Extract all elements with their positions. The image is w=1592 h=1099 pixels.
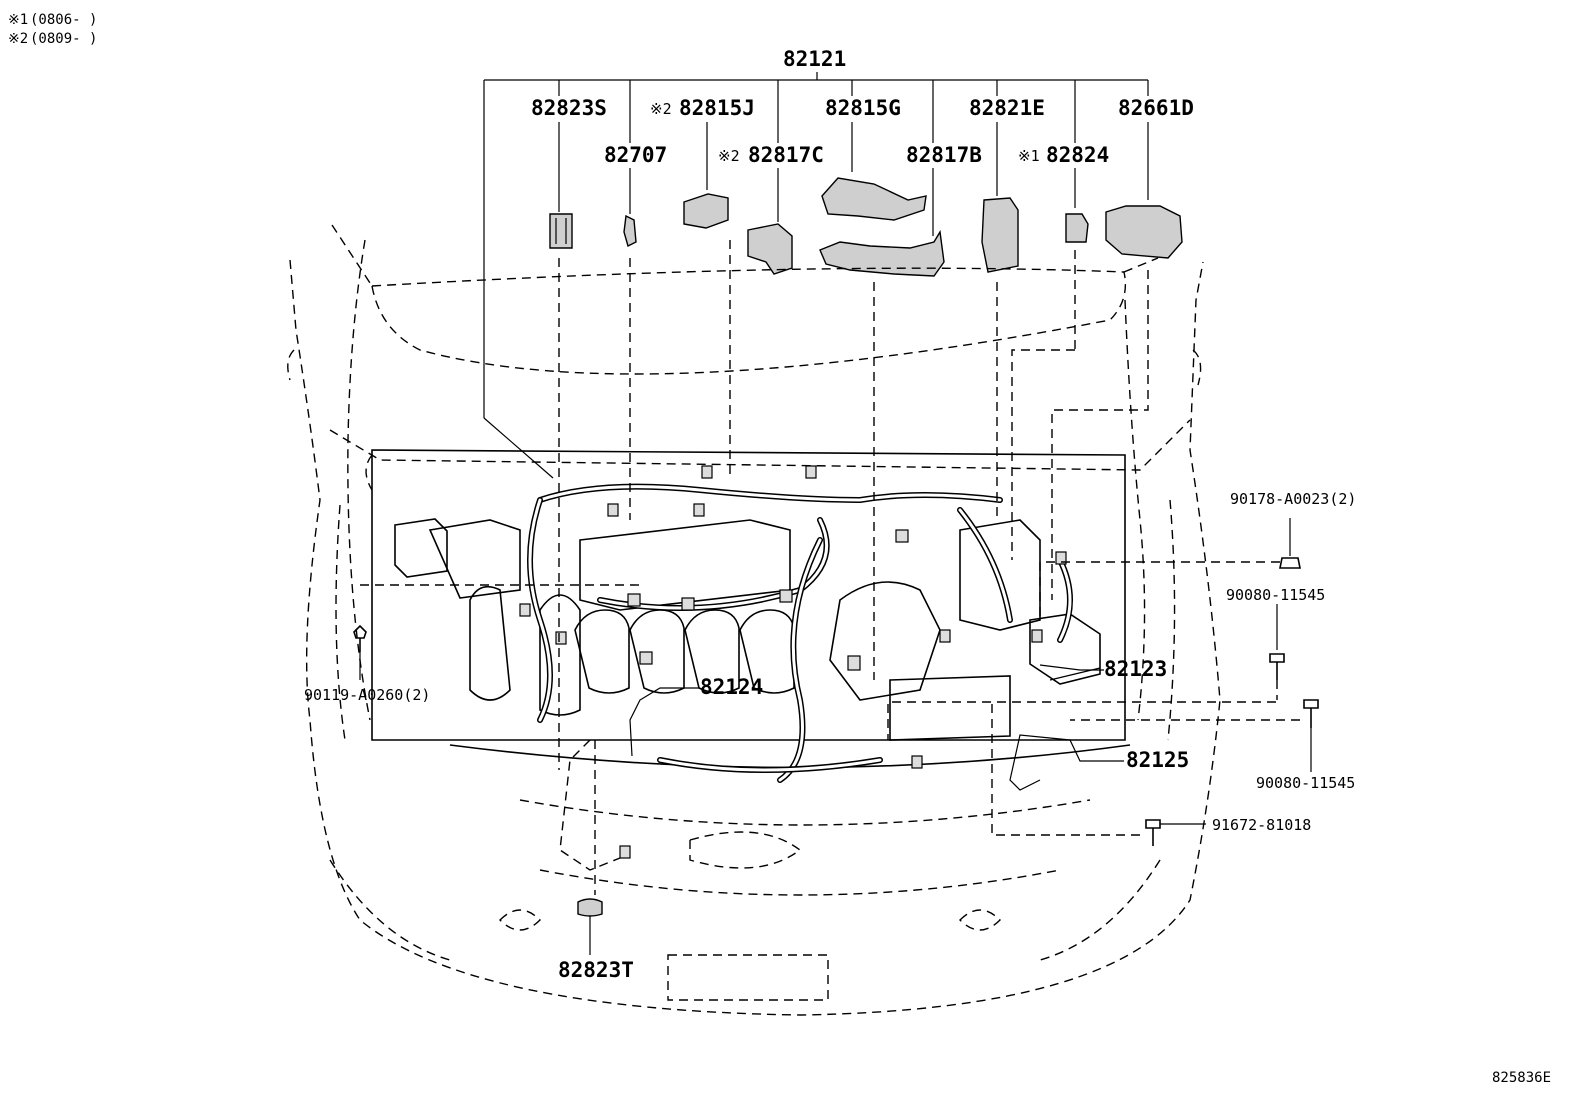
note-list: ※1 (0806- ) ※2 (0809- ) [8, 12, 97, 47]
label-82823s: 82823S [531, 96, 607, 120]
hood-outline [331, 224, 1159, 375]
protector-82821e-icon [981, 197, 1019, 273]
protector-82815g-icon [821, 177, 927, 221]
label-82815j-prefix: ※2 [650, 100, 672, 118]
clip-82707-icon [623, 214, 637, 248]
protector-82815j-icon [683, 193, 729, 229]
label-91672-81018: 91672-81018 [1212, 816, 1311, 834]
label-90080-11545-a: 90080-11545 [1226, 586, 1325, 604]
note-1-text: (0806- ) [30, 12, 97, 28]
bolt-90080-a-icon [1269, 604, 1285, 700]
bolt-90119-icon [353, 624, 367, 680]
figure-code: 825836E [1492, 1070, 1551, 1086]
protector-82817b-icon [819, 229, 945, 277]
label-82817c: 82817C [748, 143, 824, 167]
label-82815g: 82815G [825, 96, 901, 120]
label-82661d: 82661D [1118, 96, 1194, 120]
dashed-leaders [360, 240, 1300, 895]
label-82817b: 82817B [906, 143, 982, 167]
callout-leaders [629, 664, 1124, 791]
callout-labels: 82124 82123 82125 82823T 90119-A0260(2) … [304, 490, 1356, 982]
label-90178-a0023: 90178-A0023(2) [1230, 490, 1356, 508]
label-82817c-prefix: ※2 [718, 147, 740, 165]
note-2-marker: ※2 [8, 31, 28, 47]
connector-82823s-icon [549, 213, 573, 249]
cover-82661d-icon [1105, 205, 1183, 259]
top-labels: 82823S ※2 82815J 82815G 82821E 82661D 82… [531, 96, 1194, 167]
label-82824-prefix: ※1 [1018, 147, 1040, 165]
label-90080-11545-b: 90080-11545 [1256, 774, 1355, 792]
nut-90178-icon [1279, 518, 1301, 569]
note-1-marker: ※1 [8, 12, 28, 28]
clip-82824-icon [1065, 213, 1089, 243]
clip-91672-icon [1145, 819, 1206, 846]
protector-82817c-icon [747, 223, 793, 275]
group-label: 82121 [783, 47, 846, 71]
note-2-text: (0809- ) [30, 31, 97, 47]
bolt-90080-b-icon [1303, 699, 1319, 772]
label-82823t: 82823T [558, 958, 634, 982]
label-90119-a0260: 90119-A0260(2) [304, 686, 430, 704]
label-82815j: 82815J [679, 96, 755, 120]
clip-82823t-icon [577, 898, 603, 955]
label-82821e: 82821E [969, 96, 1045, 120]
group-bracket [483, 72, 1149, 479]
label-82707: 82707 [604, 143, 667, 167]
car-body-outline [287, 239, 1221, 1016]
label-82123: 82123 [1104, 657, 1167, 681]
label-82824: 82824 [1046, 143, 1109, 167]
top-leaders [558, 122, 1149, 236]
label-82124: 82124 [700, 675, 763, 699]
label-82125: 82125 [1126, 748, 1189, 772]
harness-connectors [519, 465, 1067, 859]
